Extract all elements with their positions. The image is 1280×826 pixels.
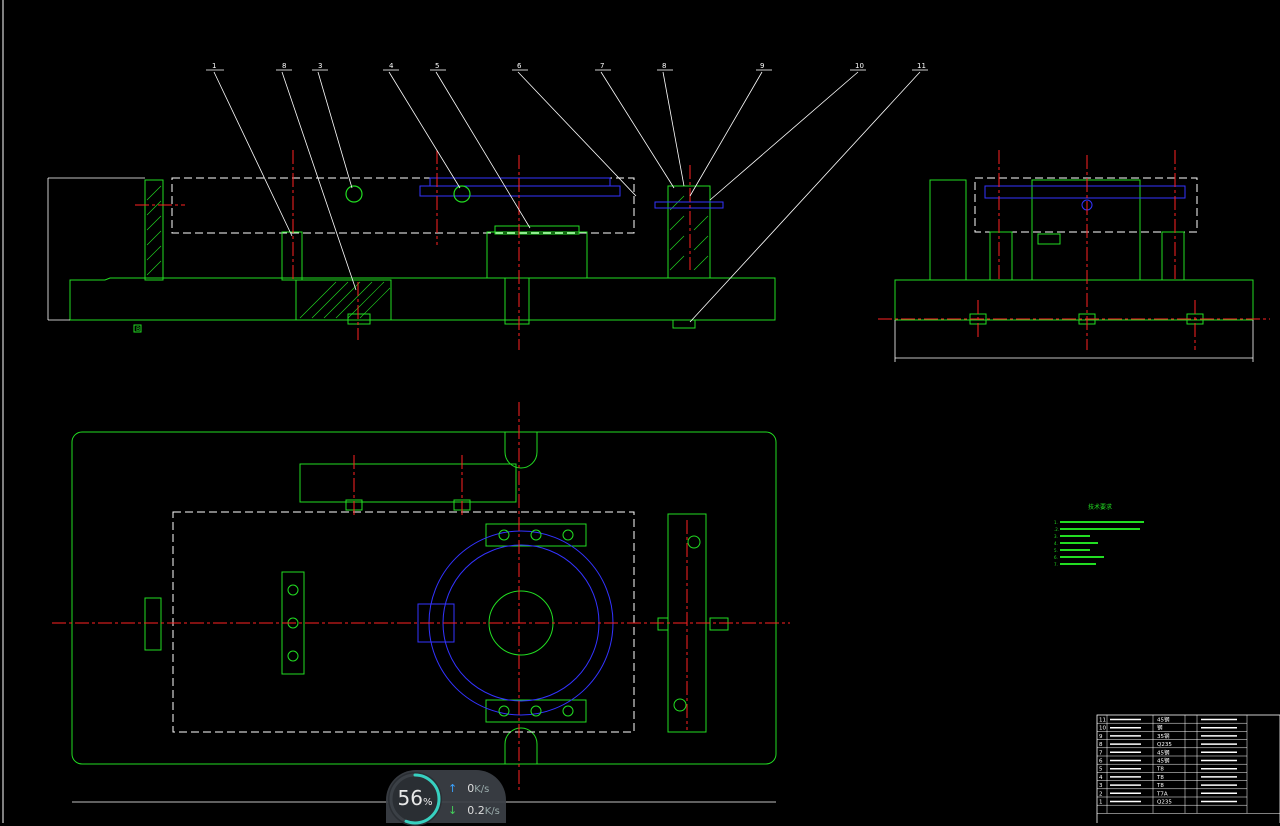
- balloon-8: 8: [662, 62, 666, 70]
- bom-row-material: Q235: [1157, 742, 1172, 748]
- bom-row-material: T8: [1156, 767, 1164, 773]
- bom-row-no: 10: [1099, 726, 1106, 732]
- side-view: [894, 177, 1254, 325]
- bom-row-no: 4: [1099, 775, 1103, 781]
- bom-row-material: 45钢: [1157, 757, 1170, 765]
- balloon-11: 11: [917, 62, 926, 70]
- memory-gauge[interactable]: 56%: [388, 772, 442, 826]
- balloon-labels: 1 8 3 4 5 6 7 8 9 10 11: [212, 62, 926, 70]
- svg-text:7.: 7.: [1054, 562, 1058, 567]
- side-dimensions: [894, 320, 1254, 362]
- front-hatch: [146, 185, 709, 319]
- bom-row-no: 7: [1099, 750, 1103, 756]
- datum-box: [133, 324, 142, 333]
- balloon-5: 5: [435, 62, 439, 70]
- bom-row-no: 2: [1099, 791, 1103, 797]
- front-dimensions: [47, 177, 145, 321]
- bom-row-no: 9: [1099, 734, 1103, 740]
- side-centerlines: [878, 150, 1270, 350]
- front-holes: [345, 185, 471, 203]
- download-arrow-icon: ↓: [448, 804, 458, 817]
- front-centerlines: [135, 150, 691, 350]
- bom-row-material: T7A: [1156, 791, 1168, 797]
- memory-percent: 56: [397, 786, 423, 810]
- download-unit: K/s: [484, 806, 500, 817]
- balloon-9: 9: [760, 62, 764, 70]
- upload-arrow-icon: ↑: [448, 782, 458, 795]
- bom-row-material: 45钢: [1157, 716, 1170, 724]
- upload-unit: K/s: [474, 784, 490, 795]
- balloon-3: 3: [318, 62, 322, 70]
- bom-row-material: T8: [1156, 783, 1164, 789]
- bom-row-no: 8: [1099, 742, 1103, 748]
- bom-row-material: T8: [1156, 775, 1164, 781]
- balloon-2: 8: [282, 62, 286, 70]
- svg-text:1.: 1.: [1054, 520, 1058, 525]
- balloon-7: 7: [600, 62, 604, 70]
- tech-requirements: 技术要求 1. .2. 3. 4. 5. 6. 7.: [1054, 503, 1144, 567]
- top-view-centerlines: [52, 402, 790, 790]
- front-view: [69, 177, 776, 329]
- top-view: [71, 431, 777, 765]
- svg-text:.2.: .2.: [1054, 527, 1059, 532]
- leader-lines: [206, 69, 928, 323]
- balloon-1: 1: [212, 62, 216, 70]
- balloon-6: 6: [517, 62, 522, 70]
- datum-label: B: [136, 326, 140, 333]
- bom-row-no: 1: [1099, 800, 1103, 806]
- bom-row-material: Q235: [1157, 800, 1172, 806]
- bom-row-material: 35钢: [1157, 732, 1170, 740]
- bom-row-material: 45钢: [1157, 748, 1170, 756]
- svg-text:4.: 4.: [1054, 541, 1058, 546]
- bom-row-no: 3: [1099, 783, 1103, 789]
- network-speed-widget[interactable]: 56% ↑0K/s ↓0.2K/s: [386, 770, 506, 826]
- download-value: 0.2: [467, 804, 485, 817]
- tech-requirements-title: 技术要求: [1088, 503, 1112, 511]
- front-blue-parts: [419, 177, 724, 209]
- bom-row-material: 钢: [1157, 724, 1163, 732]
- download-speed: ↓ 0.2K/s: [448, 804, 500, 817]
- bom-row-no: 11: [1099, 718, 1106, 724]
- top-view-screws: [287, 529, 701, 717]
- side-blue-parts: [984, 185, 1186, 211]
- svg-text:3.: 3.: [1054, 534, 1058, 539]
- bom-row-no: 5: [1099, 767, 1103, 773]
- upload-value: 0: [467, 782, 475, 795]
- svg-text:6.: 6.: [1054, 555, 1058, 560]
- percent-sign: %: [422, 797, 433, 808]
- balloon-10: 10: [855, 62, 864, 70]
- top-view-hidden-rect: [172, 511, 635, 733]
- balloon-4: 4: [389, 62, 394, 70]
- svg-text:5.: 5.: [1054, 548, 1058, 553]
- upload-speed: ↑ 0K/s: [448, 782, 489, 795]
- bom-row-no: 6: [1099, 759, 1103, 765]
